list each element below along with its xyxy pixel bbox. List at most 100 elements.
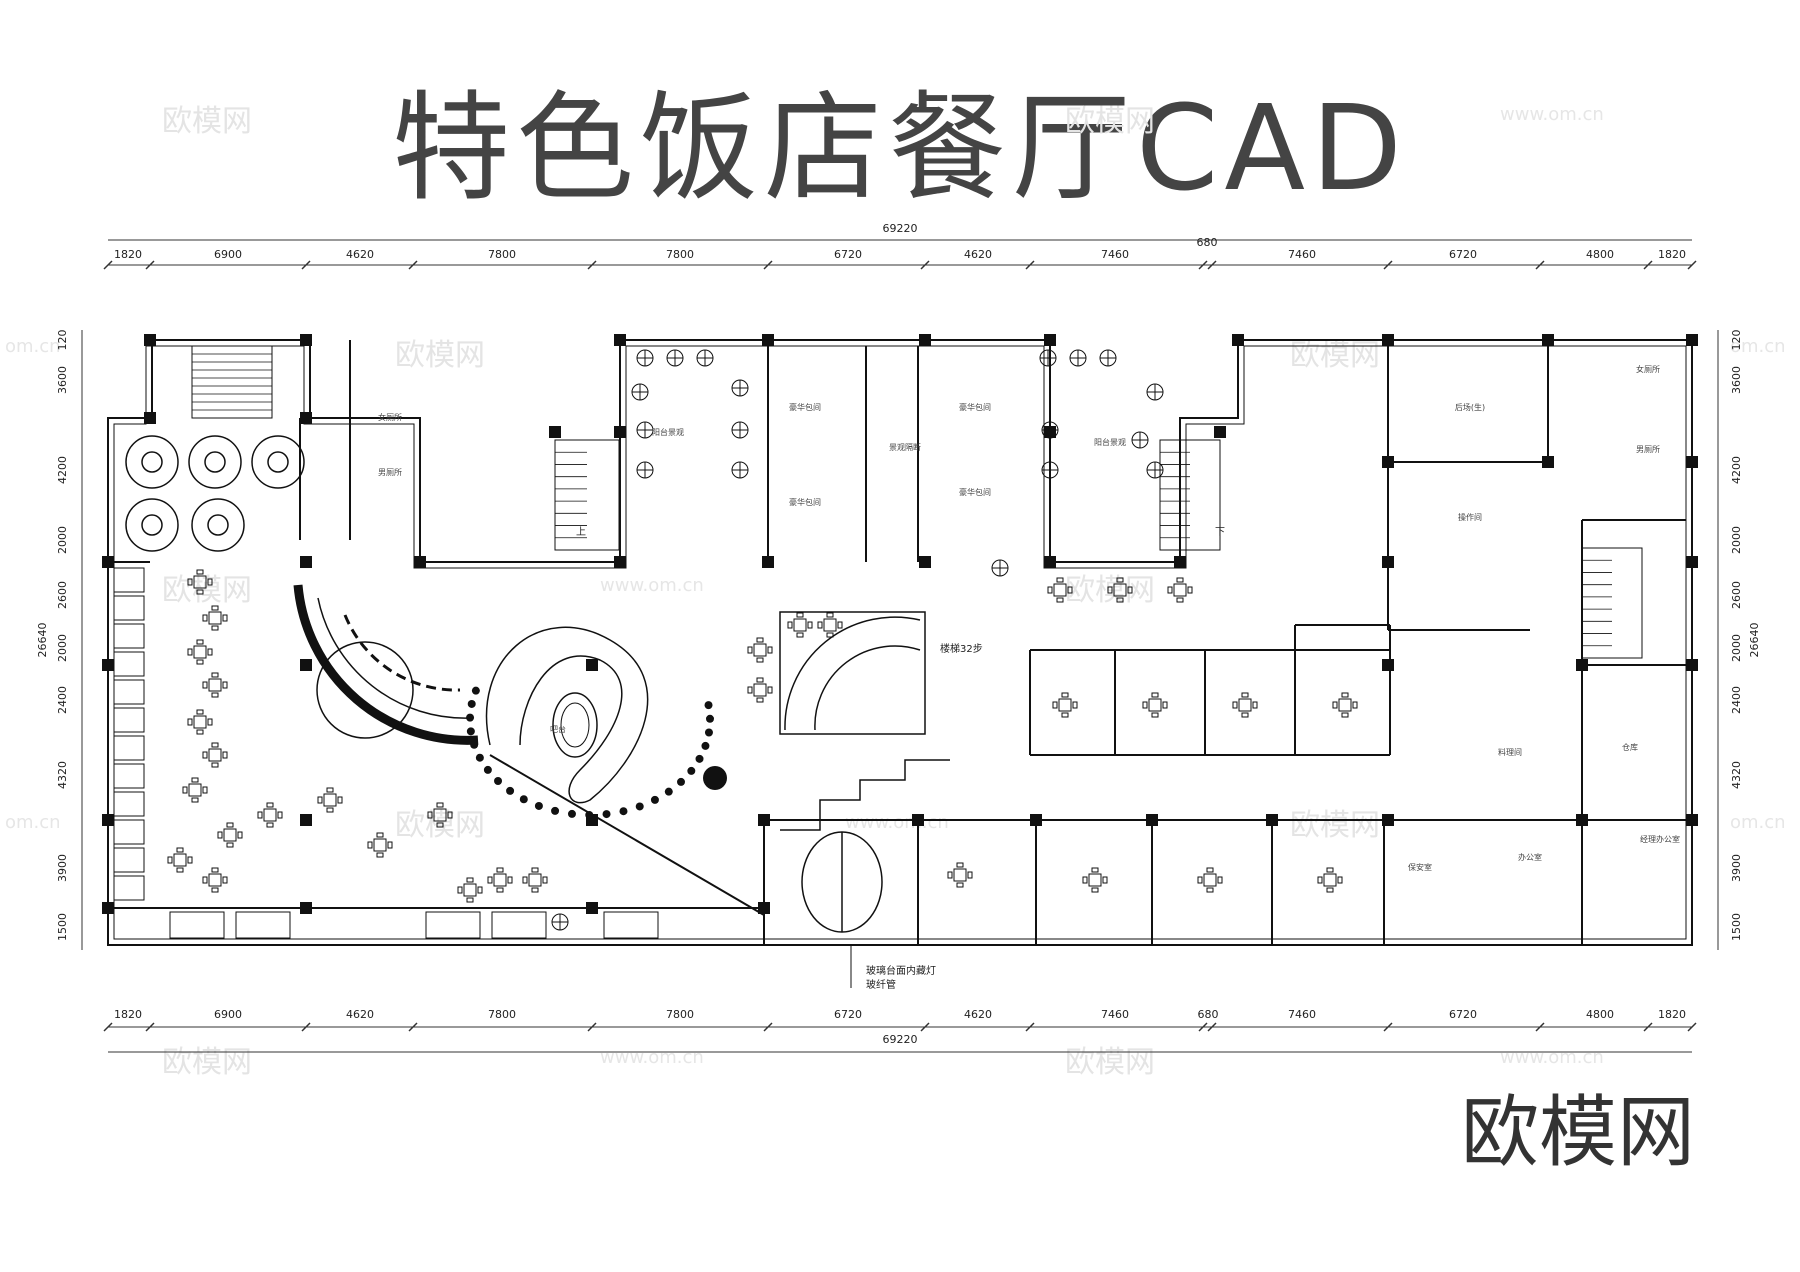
chair <box>1241 712 1249 718</box>
chair <box>176 847 184 853</box>
column <box>1382 334 1394 346</box>
column <box>300 556 312 568</box>
chair <box>747 686 753 694</box>
curved-bar <box>293 584 479 745</box>
chair <box>226 842 234 848</box>
chair <box>187 578 193 586</box>
chair <box>211 605 219 611</box>
chair <box>1151 712 1159 718</box>
dot <box>635 802 644 811</box>
watermark-logo: 欧模网 <box>1290 808 1380 843</box>
chair <box>1337 876 1343 884</box>
column <box>102 659 114 671</box>
column <box>102 902 114 914</box>
label-operation: 操作间 <box>1458 512 1482 522</box>
dot <box>687 766 696 775</box>
column <box>144 412 156 424</box>
watermark-url: om.cn <box>1730 336 1786 357</box>
chair <box>1232 701 1238 709</box>
table <box>193 715 207 729</box>
chair <box>447 811 453 819</box>
label-glass-note-2: 玻纤管 <box>866 978 896 991</box>
chair <box>466 877 474 883</box>
chair <box>1047 586 1053 594</box>
booth <box>235 911 291 939</box>
label-mens-wc: 男厕所 <box>1636 444 1660 454</box>
column <box>1266 814 1278 826</box>
chair <box>1082 876 1088 884</box>
chair <box>1061 692 1069 698</box>
chair <box>967 871 973 879</box>
dining-tables <box>167 569 1358 903</box>
chair <box>1206 867 1214 873</box>
column <box>300 814 312 826</box>
dim-left-label: 2000 <box>56 634 69 662</box>
dot <box>567 809 576 818</box>
chair <box>1107 586 1113 594</box>
label-balcony: 阳台景观 <box>1094 437 1126 447</box>
chair <box>756 657 764 663</box>
dim-left-label: 2400 <box>56 686 69 714</box>
column <box>1686 334 1698 346</box>
watermark-logo: 欧模网 <box>1065 1045 1155 1080</box>
column <box>912 814 924 826</box>
booth <box>113 763 145 789</box>
column <box>1030 814 1042 826</box>
column <box>300 902 312 914</box>
booth <box>113 595 145 621</box>
chair <box>376 832 384 838</box>
dot <box>519 795 528 804</box>
column <box>1542 334 1554 346</box>
chair <box>222 614 228 622</box>
watermark-url: www.om.cn <box>600 575 704 596</box>
column <box>549 426 561 438</box>
table <box>1148 698 1162 712</box>
table <box>793 618 807 632</box>
table <box>223 828 237 842</box>
chair <box>226 822 234 828</box>
table <box>1173 583 1187 597</box>
booth <box>169 911 225 939</box>
table <box>208 611 222 625</box>
dim-left-label: 2600 <box>56 581 69 609</box>
table <box>173 853 187 867</box>
booth <box>113 791 145 817</box>
chair <box>222 681 228 689</box>
dot <box>506 786 515 795</box>
booth <box>113 847 145 873</box>
label-glass-note-1: 玻璃台面内藏灯 <box>866 964 936 977</box>
label-womens-wc: 女厕所 <box>1636 364 1660 374</box>
chair <box>427 811 433 819</box>
chair <box>1142 701 1148 709</box>
chair <box>196 589 204 595</box>
column <box>1576 659 1588 671</box>
watermark-url: om.cn <box>5 336 61 357</box>
table <box>1088 873 1102 887</box>
column <box>102 556 114 568</box>
dim-top-label: 7800 <box>488 248 516 261</box>
chair <box>222 751 228 759</box>
dot <box>551 806 560 815</box>
label-up: 上 <box>576 526 586 538</box>
chair <box>167 856 173 864</box>
spiral-staircase <box>779 611 926 735</box>
chair <box>747 646 753 654</box>
chair <box>1116 597 1124 603</box>
dot-ring <box>466 686 714 819</box>
column <box>758 814 770 826</box>
brand-mark: 欧模网 <box>1460 1088 1695 1178</box>
column <box>762 334 774 346</box>
dot <box>650 795 659 804</box>
walls <box>107 339 1693 946</box>
chair <box>542 876 548 884</box>
chair <box>1217 876 1223 884</box>
watermark-logo: 欧模网 <box>1065 573 1155 608</box>
chair <box>191 797 199 803</box>
plants <box>551 349 1164 931</box>
column <box>1174 556 1186 568</box>
chair <box>1162 701 1168 709</box>
chair <box>1151 692 1159 698</box>
dim-right-label: 2600 <box>1730 581 1743 609</box>
dim-left-label: 4320 <box>56 761 69 789</box>
